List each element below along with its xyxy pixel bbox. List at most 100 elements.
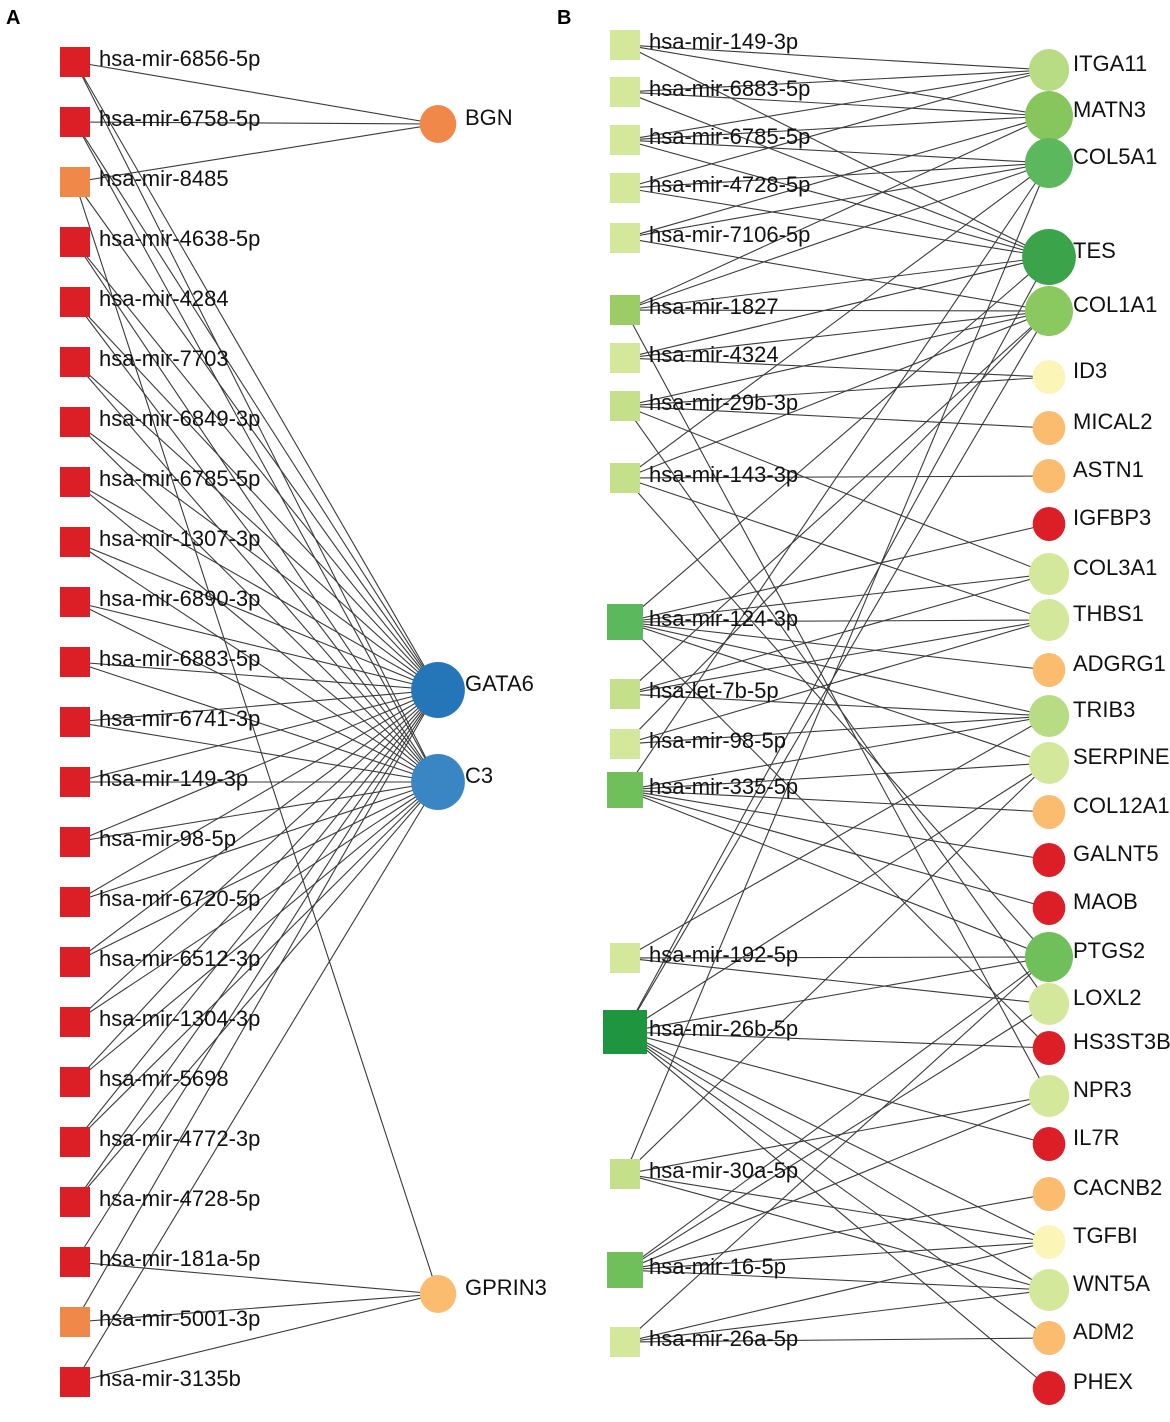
edge-hsa-mir-1827-to-col5a1 [624,162,1050,311]
mirna-square [60,647,90,677]
edge-hsa-mir-6849-3p-to-c3 [74,421,439,783]
mirna-node-hsa-mir-4284: hsa-mir-4284 [60,286,229,317]
mirna-square [610,173,640,203]
edge-hsa-mir-143-3p-to-thbs1 [624,477,1050,621]
edge-hsa-mir-16-5p-to-npr3 [624,1095,1050,1271]
gene-circle [1032,1177,1066,1211]
mirna-node-hsa-mir-6741-3p: hsa-mir-6741-3p [60,706,260,737]
edge-hsa-let-7b-5p-to-trib3 [624,693,1050,717]
edge-hsa-mir-6512-3p-to-gata6 [74,689,439,963]
gene-node-ptgs2: PTGS2 [1025,932,1145,982]
mirna-label: hsa-mir-6758-5p [99,106,260,131]
gene-label: IL7R [1073,1125,1119,1150]
edge-hsa-mir-29b-3p-to-mical2 [624,405,1050,429]
edge-hsa-mir-26b-5p-to-col1a1 [624,310,1050,1033]
mirna-square [60,227,90,257]
gene-label: C3 [465,763,493,788]
gene-circle [419,105,457,143]
edge-hsa-mir-335-5p-to-serpine1 [624,762,1050,791]
gene-label: GATA6 [465,671,534,696]
mirna-square [60,1187,90,1217]
mirna-label: hsa-mir-6883-5p [99,646,260,671]
mirna-label: hsa-mir-4728-5p [99,1186,260,1211]
mirna-label: hsa-mir-3135b [99,1366,241,1391]
gene-label: HS3ST3B1 [1073,1029,1170,1054]
mirna-node-hsa-mir-124-3p: hsa-mir-124-3p [607,604,798,640]
edge-hsa-mir-335-5p-to-trib3 [624,715,1050,791]
gene-circle [419,1275,457,1313]
gene-circle [1032,843,1066,877]
mirna-square [60,167,90,197]
edge-hsa-mir-29b-3p-to-id3 [624,376,1050,407]
edge-hsa-mir-16-5p-to-ptgs2 [624,956,1050,1271]
edge-hsa-mir-98-5p-to-gata6 [74,689,439,843]
edge-hsa-mir-6785-5p-to-col5a1 [624,139,1050,164]
mirna-label: hsa-mir-6720-5p [99,886,260,911]
edge-hsa-mir-335-5p-to-col5a1 [624,162,1050,791]
mirna-square [60,1307,90,1337]
mirna-node-hsa-mir-7106-5p: hsa-mir-7106-5p [610,222,810,253]
edge-hsa-mir-3135b-to-c3 [74,781,439,1383]
gene-circle [1028,599,1070,641]
gene-node-trib3: TRIB3 [1028,695,1135,737]
mirna-label: hsa-mir-335-5p [649,774,798,799]
mirna-node-hsa-mir-192-5p: hsa-mir-192-5p [610,942,798,973]
edge-hsa-mir-6883-5p-to-matn3 [624,91,1050,117]
gene-label: NPR3 [1073,1077,1132,1102]
gene-label: THBS1 [1073,601,1144,626]
gene-label: GPRIN3 [465,1275,547,1300]
mirna-label: hsa-mir-6741-3p [99,706,260,731]
gene-node-c3: C3 [411,754,493,810]
mirna-square [607,604,643,640]
gene-label: SERPINE1 [1073,744,1170,769]
edge-hsa-mir-4638-5p-to-c3 [74,241,439,783]
gene-circle [1032,1031,1066,1065]
gene-circle [1028,742,1070,784]
mirna-square [610,943,640,973]
mirna-label: hsa-mir-98-5p [99,826,236,851]
edge-hsa-mir-1827-to-col1a1 [624,309,1050,312]
mirna-node-hsa-mir-7703: hsa-mir-7703 [60,346,229,377]
edge-hsa-mir-7703-to-gata6 [74,361,439,691]
edge-hsa-mir-7106-5p-to-matn3 [624,115,1050,239]
mirna-node-hsa-mir-6883-5p: hsa-mir-6883-5p [610,76,810,107]
gene-label: MAOB [1073,889,1138,914]
edge-hsa-mir-4324-to-col1a1 [624,310,1050,359]
mirna-square [60,407,90,437]
mirna-node-hsa-mir-8485: hsa-mir-8485 [60,166,229,197]
gene-node-mical2: MICAL2 [1032,409,1152,445]
edge-hsa-mir-124-3p-to-col3a1 [624,573,1050,623]
edge-hsa-mir-4284-to-gata6 [74,301,439,691]
mirna-square [610,77,640,107]
mirna-label: hsa-mir-124-3p [649,606,798,631]
mirna-label: hsa-mir-149-3p [649,29,798,54]
mirna-square [60,527,90,557]
gene-label: CACNB2 [1073,1175,1162,1200]
mirna-label: hsa-mir-26a-5p [649,1326,798,1351]
gene-label: BGN [465,105,513,130]
edge-hsa-mir-6741-3p-to-c3 [74,721,439,783]
edge-hsa-mir-30a-5p-to-tgfbi [624,1173,1050,1243]
gene-circle [1028,695,1070,737]
mirna-label: hsa-mir-16-5p [649,1254,786,1279]
gene-label: TGFBI [1073,1223,1138,1248]
mirna-square [607,1252,643,1288]
gene-node-itga11: ITGA11 [1028,49,1147,91]
edge-hsa-mir-7703-to-c3 [74,361,439,783]
gene-node-col5a1: COL5A1 [1025,138,1157,188]
edge-hsa-mir-6856-5p-to-c3 [74,61,439,783]
mirna-square [60,767,90,797]
mirna-node-hsa-mir-1827: hsa-mir-1827 [610,294,779,325]
edge-hsa-mir-26a-5p-to-adm2 [624,1337,1050,1343]
mirna-label: hsa-mir-7703 [99,346,229,371]
mirna-square [60,467,90,497]
edge-hsa-let-7b-5p-to-thbs1 [624,619,1050,695]
mirna-label: hsa-mir-1304-3p [99,1006,260,1031]
gene-label: MATN3 [1073,97,1146,122]
edge-hsa-mir-1304-3p-to-gata6 [74,689,439,1023]
gene-label: ADGRG1 [1073,651,1166,676]
edge-hsa-mir-6883-5p-to-tes [624,91,1050,258]
edge-hsa-mir-4728-5p-to-col5a1 [624,162,1050,189]
edge-hsa-mir-6785-5p-to-itga11 [624,69,1050,141]
gene-label: WNT5A [1073,1271,1150,1296]
